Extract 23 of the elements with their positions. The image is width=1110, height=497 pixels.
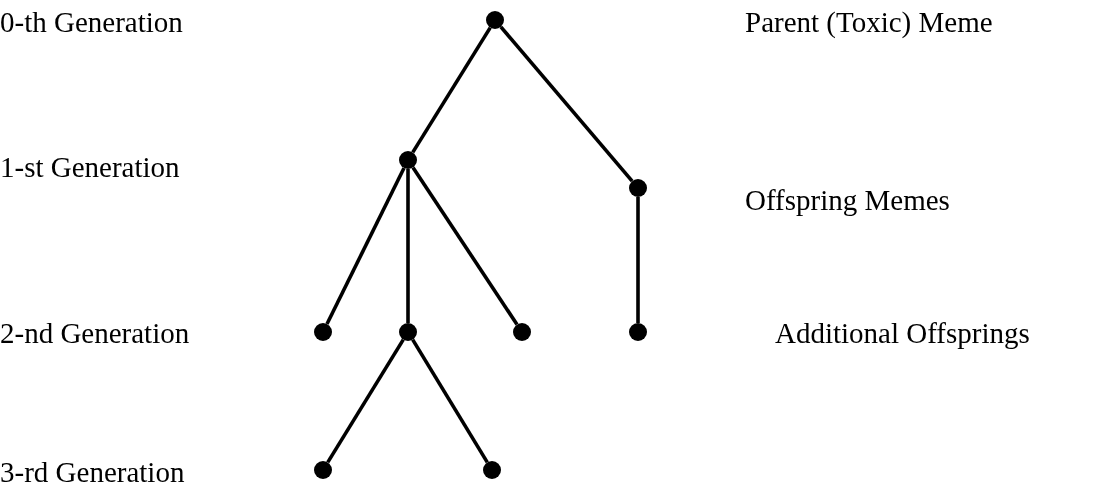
tree-branch-line (411, 26, 492, 154)
generation-label: 0-th Generation (0, 5, 183, 39)
tree-branch-line (325, 167, 406, 325)
generation-label: 2-nd Generation (0, 316, 190, 350)
generation-label: 3-rd Generation (0, 455, 185, 489)
annotation-text: Offspring Memes (745, 183, 950, 217)
dot-node (513, 323, 531, 341)
dot-node (483, 461, 501, 479)
tree-branch-line (411, 338, 489, 464)
annotation-text: Parent (Toxic) Meme (745, 5, 993, 39)
dot-node (486, 11, 504, 29)
tree-branch-line (636, 197, 640, 323)
dot-node (629, 323, 647, 341)
tree-branch-line (499, 25, 634, 183)
generation-label: 1-st Generation (0, 150, 180, 184)
dot-node (314, 323, 332, 341)
dot-node (314, 461, 332, 479)
dot-node (399, 323, 417, 341)
tree-branch-line (406, 169, 410, 323)
dot-node (629, 179, 647, 197)
tree-branch-line (326, 338, 405, 464)
dot-node (399, 151, 417, 169)
annotation-text: Additional Offsprings (775, 316, 1030, 350)
